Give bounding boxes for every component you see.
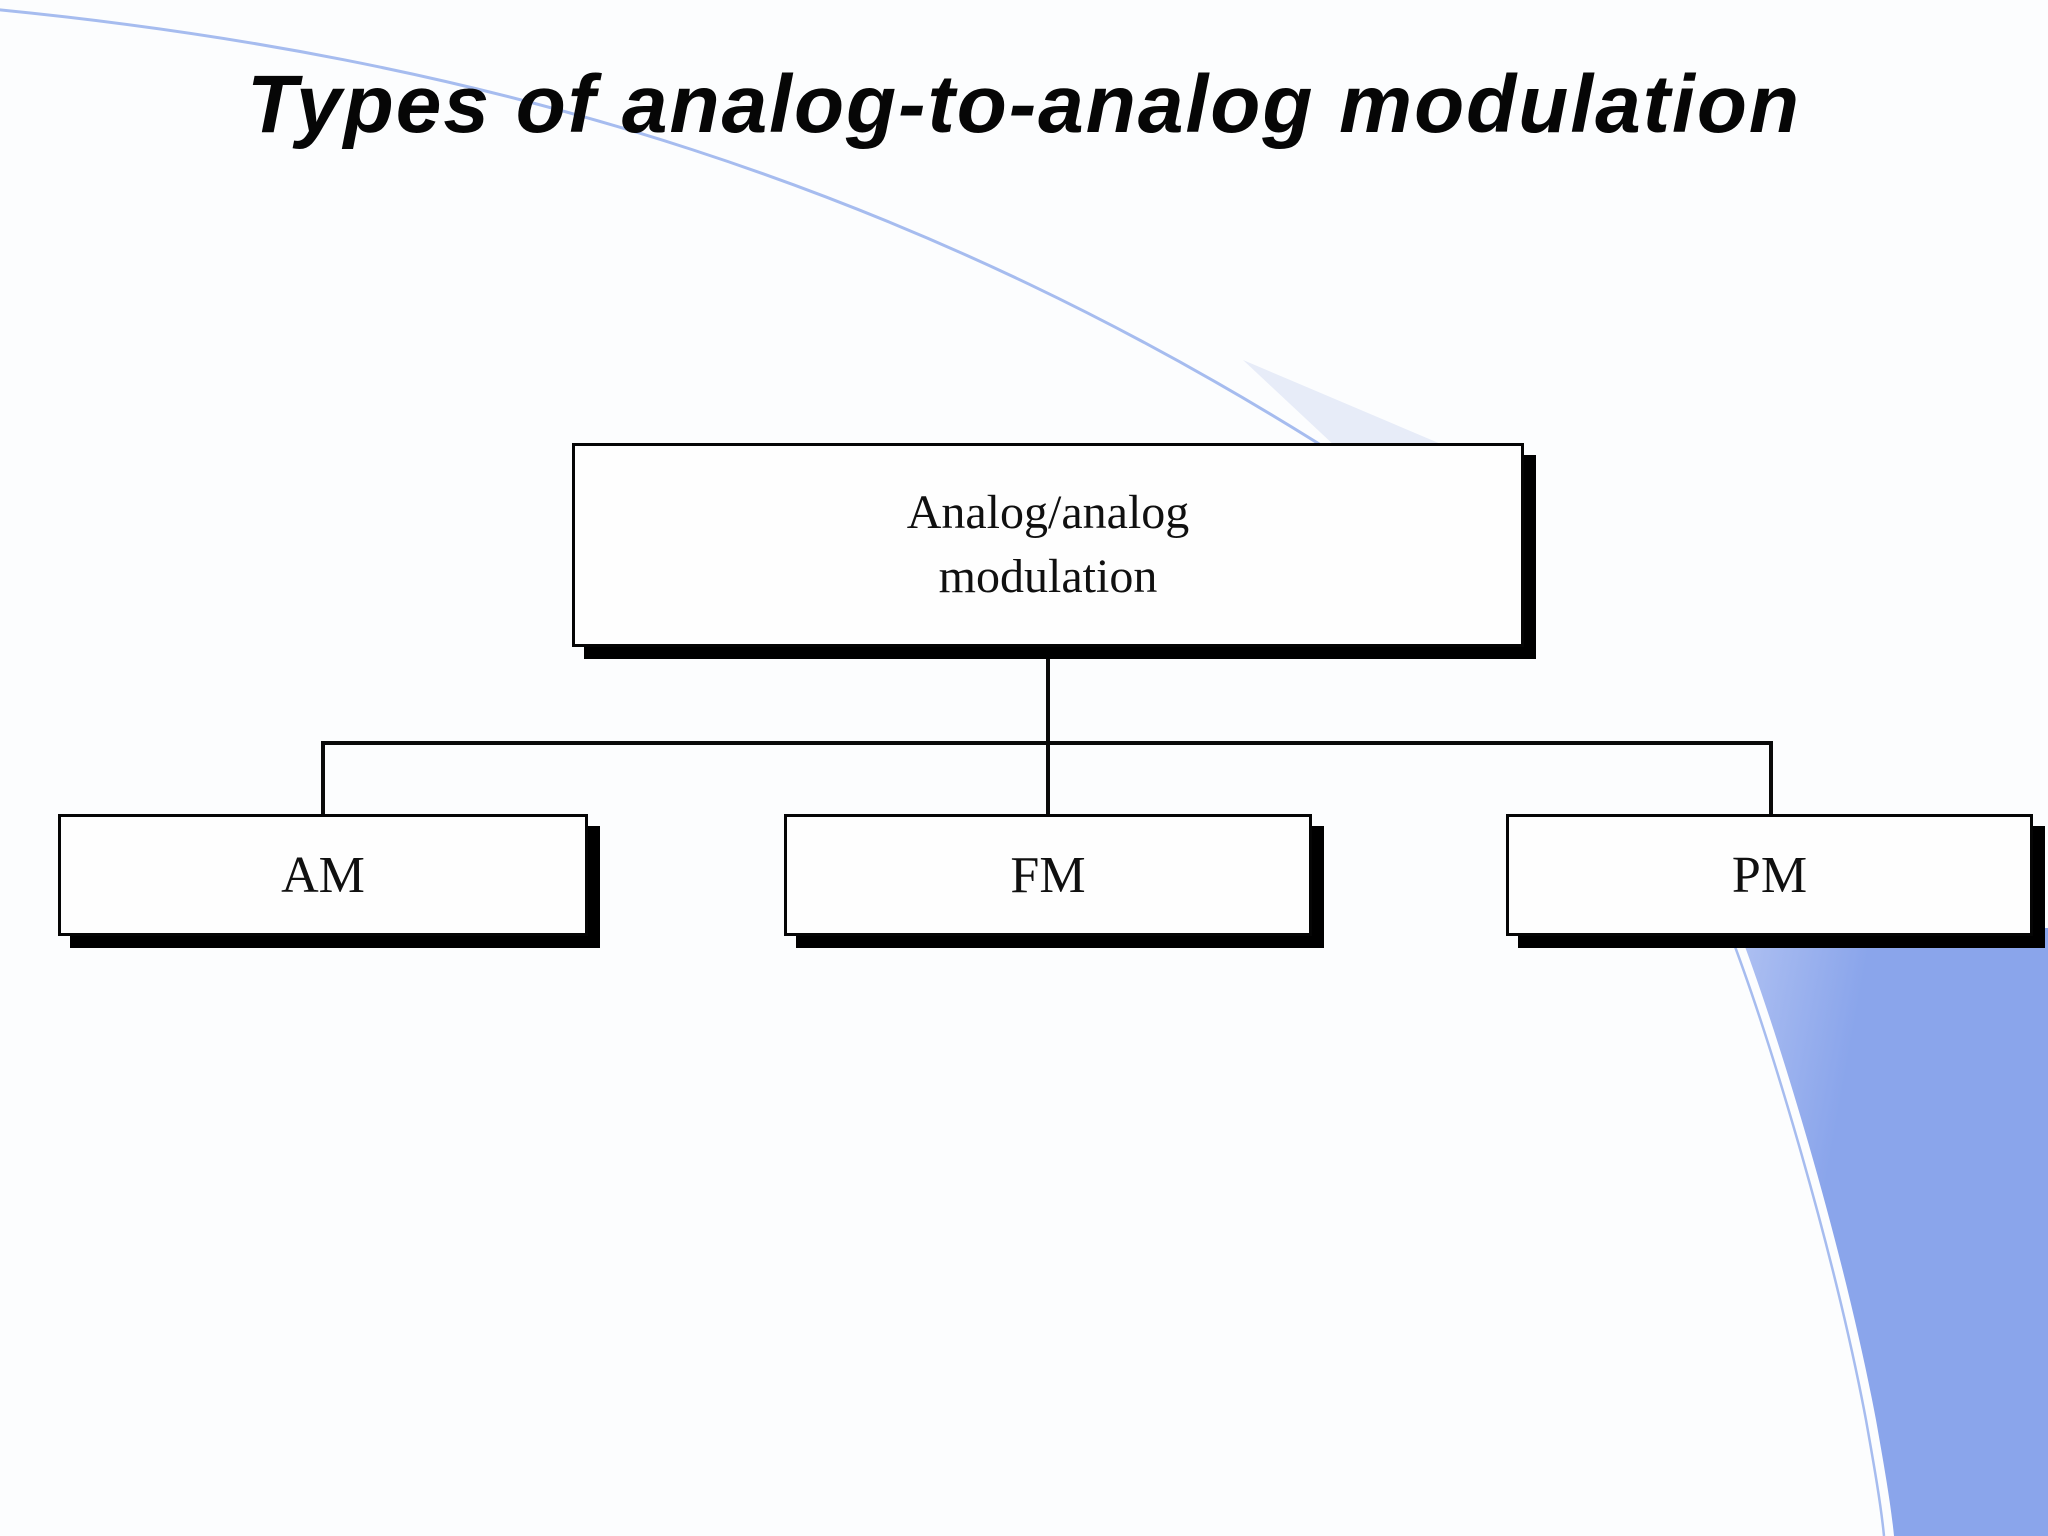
node-pm-label: PM <box>1731 846 1808 904</box>
node-root-label-line2: modulation <box>938 550 1158 603</box>
node-root-label-line1: Analog/analog <box>906 486 1190 540</box>
crescent-line <box>1726 927 1886 1536</box>
node-root: Analog/analog modulation <box>572 443 1524 647</box>
crescent-fill <box>1738 928 2048 1536</box>
node-am: AM <box>58 814 588 936</box>
arc-wedge-fill <box>1243 360 1448 447</box>
slide-title: Types of analog-to-analog modulation <box>246 59 1802 150</box>
node-fm: FM <box>784 814 1312 936</box>
connector-root-stem <box>1046 647 1050 743</box>
connector-drop-fm <box>1046 741 1050 814</box>
node-am-label: AM <box>281 846 365 904</box>
connector-drop-pm <box>1769 741 1773 814</box>
background-arc-line <box>0 8 1361 472</box>
connector-drop-am <box>321 741 325 814</box>
node-pm: PM <box>1506 814 2033 936</box>
node-fm-label: FM <box>1010 846 1086 904</box>
